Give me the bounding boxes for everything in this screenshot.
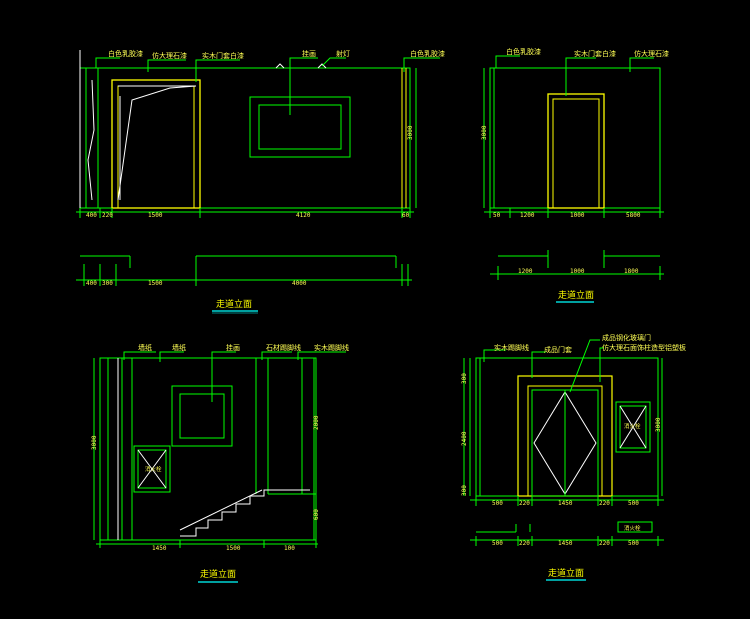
door-frame-inner bbox=[117, 85, 195, 209]
side-dim-bottom: 300 bbox=[461, 485, 468, 496]
door-leaf bbox=[117, 85, 197, 201]
label-wood-skirting: 实木踢脚线 bbox=[494, 343, 529, 352]
fire-hydrant-label: 消火栓 bbox=[624, 422, 641, 430]
dim-bottom-1: 50 bbox=[493, 212, 501, 219]
side-dim-right: 3000 bbox=[655, 417, 662, 432]
wall-outline bbox=[489, 67, 661, 209]
side-dim-right-top: 2000 bbox=[313, 415, 320, 430]
dim-bottom-2: 220 bbox=[102, 212, 113, 219]
plan-hydrant-label: 消火栓 bbox=[624, 524, 641, 532]
label-latex-paint: 白色乳胶漆 bbox=[506, 47, 541, 56]
label-latex-paint-left: 白色乳胶漆 bbox=[108, 49, 143, 58]
dim-bottom-1: 500 bbox=[492, 500, 503, 507]
dim-plan-4: 4000 bbox=[292, 280, 307, 287]
side-dim-label: 3000 bbox=[407, 125, 414, 140]
label-wallpaper-1: 墙纸 bbox=[138, 343, 152, 352]
stair-slope bbox=[179, 489, 263, 531]
label-painting: 挂画 bbox=[302, 49, 316, 58]
label-wallpaper-2: 墙纸 bbox=[172, 343, 186, 352]
dim-plan-3: 1450 bbox=[558, 540, 573, 547]
side-dim-label: 3000 bbox=[481, 125, 488, 140]
dim-bottom-3: 1000 bbox=[570, 212, 585, 219]
wall-outline bbox=[99, 357, 317, 541]
dim-plan-1: 500 bbox=[492, 540, 503, 547]
door-frame-inner bbox=[552, 98, 600, 209]
fire-hydrant-box bbox=[615, 401, 651, 453]
dim-plan-3: 1800 bbox=[624, 268, 639, 275]
painting-frame-inner bbox=[258, 104, 342, 150]
dim-plan-1: 1200 bbox=[518, 268, 533, 275]
elevation-bottom-right bbox=[463, 339, 664, 581]
elevation-bottom-left-text: 墙纸 墙纸 挂画 石材踢脚线 实木踢脚线 消火栓 3000 2000 600 1… bbox=[91, 343, 349, 580]
wall-outline bbox=[79, 67, 411, 209]
label-door-casing: 成品门套 bbox=[544, 345, 572, 354]
elevation-top-right bbox=[483, 55, 664, 303]
plan-hydrant-box bbox=[617, 521, 653, 533]
elevation-top-right-text: 白色乳胶漆 实木门套白漆 仿大理石漆 3000 50 1200 1000 580… bbox=[481, 47, 669, 301]
label-marble-column: 仿大理石面饰柱造型铝塑板 bbox=[602, 343, 686, 352]
label-stone-skirting: 石材踢脚线 bbox=[266, 343, 301, 352]
view-title-top-left: 走道立面 bbox=[216, 298, 252, 310]
dim-bottom-1: 1450 bbox=[152, 545, 167, 552]
dim-bottom-3: 1450 bbox=[558, 500, 573, 507]
dim-bottom-3: 100 bbox=[284, 545, 295, 552]
side-dim-left: 3000 bbox=[91, 435, 98, 450]
label-marble-paint: 仿大理石漆 bbox=[152, 51, 187, 60]
side-dim-mid: 2400 bbox=[461, 431, 468, 446]
elevation-bottom-right-text: 实木踢脚线 成品门套 成品钢化玻璃门 仿大理石面饰柱造型铝塑板 消火栓 300 … bbox=[461, 333, 686, 579]
view-title-top-right: 走道立面 bbox=[558, 289, 594, 301]
dim-bottom-5: 60 bbox=[402, 212, 410, 219]
elevation-top-left: 3000 bbox=[76, 50, 440, 314]
label-door-casing: 实木门套白漆 bbox=[574, 49, 616, 58]
side-dim-right-bottom: 600 bbox=[313, 509, 320, 520]
dim-bottom-2: 1200 bbox=[520, 212, 535, 219]
dim-plan-5: 500 bbox=[628, 540, 639, 547]
fire-hydrant-label: 消火栓 bbox=[145, 465, 162, 473]
dim-plan-2: 300 bbox=[102, 280, 113, 287]
view-title-bottom-right: 走道立面 bbox=[548, 567, 584, 579]
dim-bottom-4: 220 bbox=[599, 500, 610, 507]
dim-bottom-2: 1500 bbox=[226, 545, 241, 552]
painting-frame-outer bbox=[171, 385, 233, 447]
elevation-top-left-text: 白色乳胶漆 仿大理石漆 实木门套白漆 挂画 射灯 白色乳胶漆 400 220 1… bbox=[86, 49, 445, 310]
dim-plan-2: 1000 bbox=[570, 268, 585, 275]
label-wood-skirting: 实木踢脚线 bbox=[314, 343, 349, 352]
door-frame-outer bbox=[547, 93, 605, 209]
label-painting: 挂画 bbox=[226, 343, 240, 352]
left-section-line bbox=[87, 79, 95, 201]
dim-plan-1: 400 bbox=[86, 280, 97, 287]
label-spotlight: 射灯 bbox=[336, 49, 350, 58]
dim-plan-3: 1500 bbox=[148, 280, 163, 287]
label-marble-paint: 仿大理石漆 bbox=[634, 49, 669, 58]
view-title-bottom-left: 走道立面 bbox=[200, 568, 236, 580]
dim-bottom-4: 4120 bbox=[296, 212, 311, 219]
label-glass-door: 成品钢化玻璃门 bbox=[602, 333, 651, 342]
painting-frame-outer bbox=[249, 96, 351, 158]
dim-bottom-1: 400 bbox=[86, 212, 97, 219]
door-frame-outer bbox=[111, 79, 201, 209]
label-latex-paint-right: 白色乳胶漆 bbox=[410, 49, 445, 58]
label-door-casing: 实木门套白漆 bbox=[202, 51, 244, 60]
elevation-bottom-left bbox=[93, 351, 346, 583]
dim-plan-4: 220 bbox=[599, 540, 610, 547]
dim-bottom-5: 500 bbox=[628, 500, 639, 507]
dim-bottom-2: 220 bbox=[519, 500, 530, 507]
dim-plan-2: 220 bbox=[519, 540, 530, 547]
dim-bottom-4: 5800 bbox=[626, 212, 641, 219]
stair-profile bbox=[180, 489, 310, 537]
dim-bottom-3: 1500 bbox=[148, 212, 163, 219]
painting-frame-inner bbox=[179, 393, 225, 439]
fire-hydrant-box bbox=[133, 445, 171, 493]
side-dim-top: 300 bbox=[461, 373, 468, 384]
